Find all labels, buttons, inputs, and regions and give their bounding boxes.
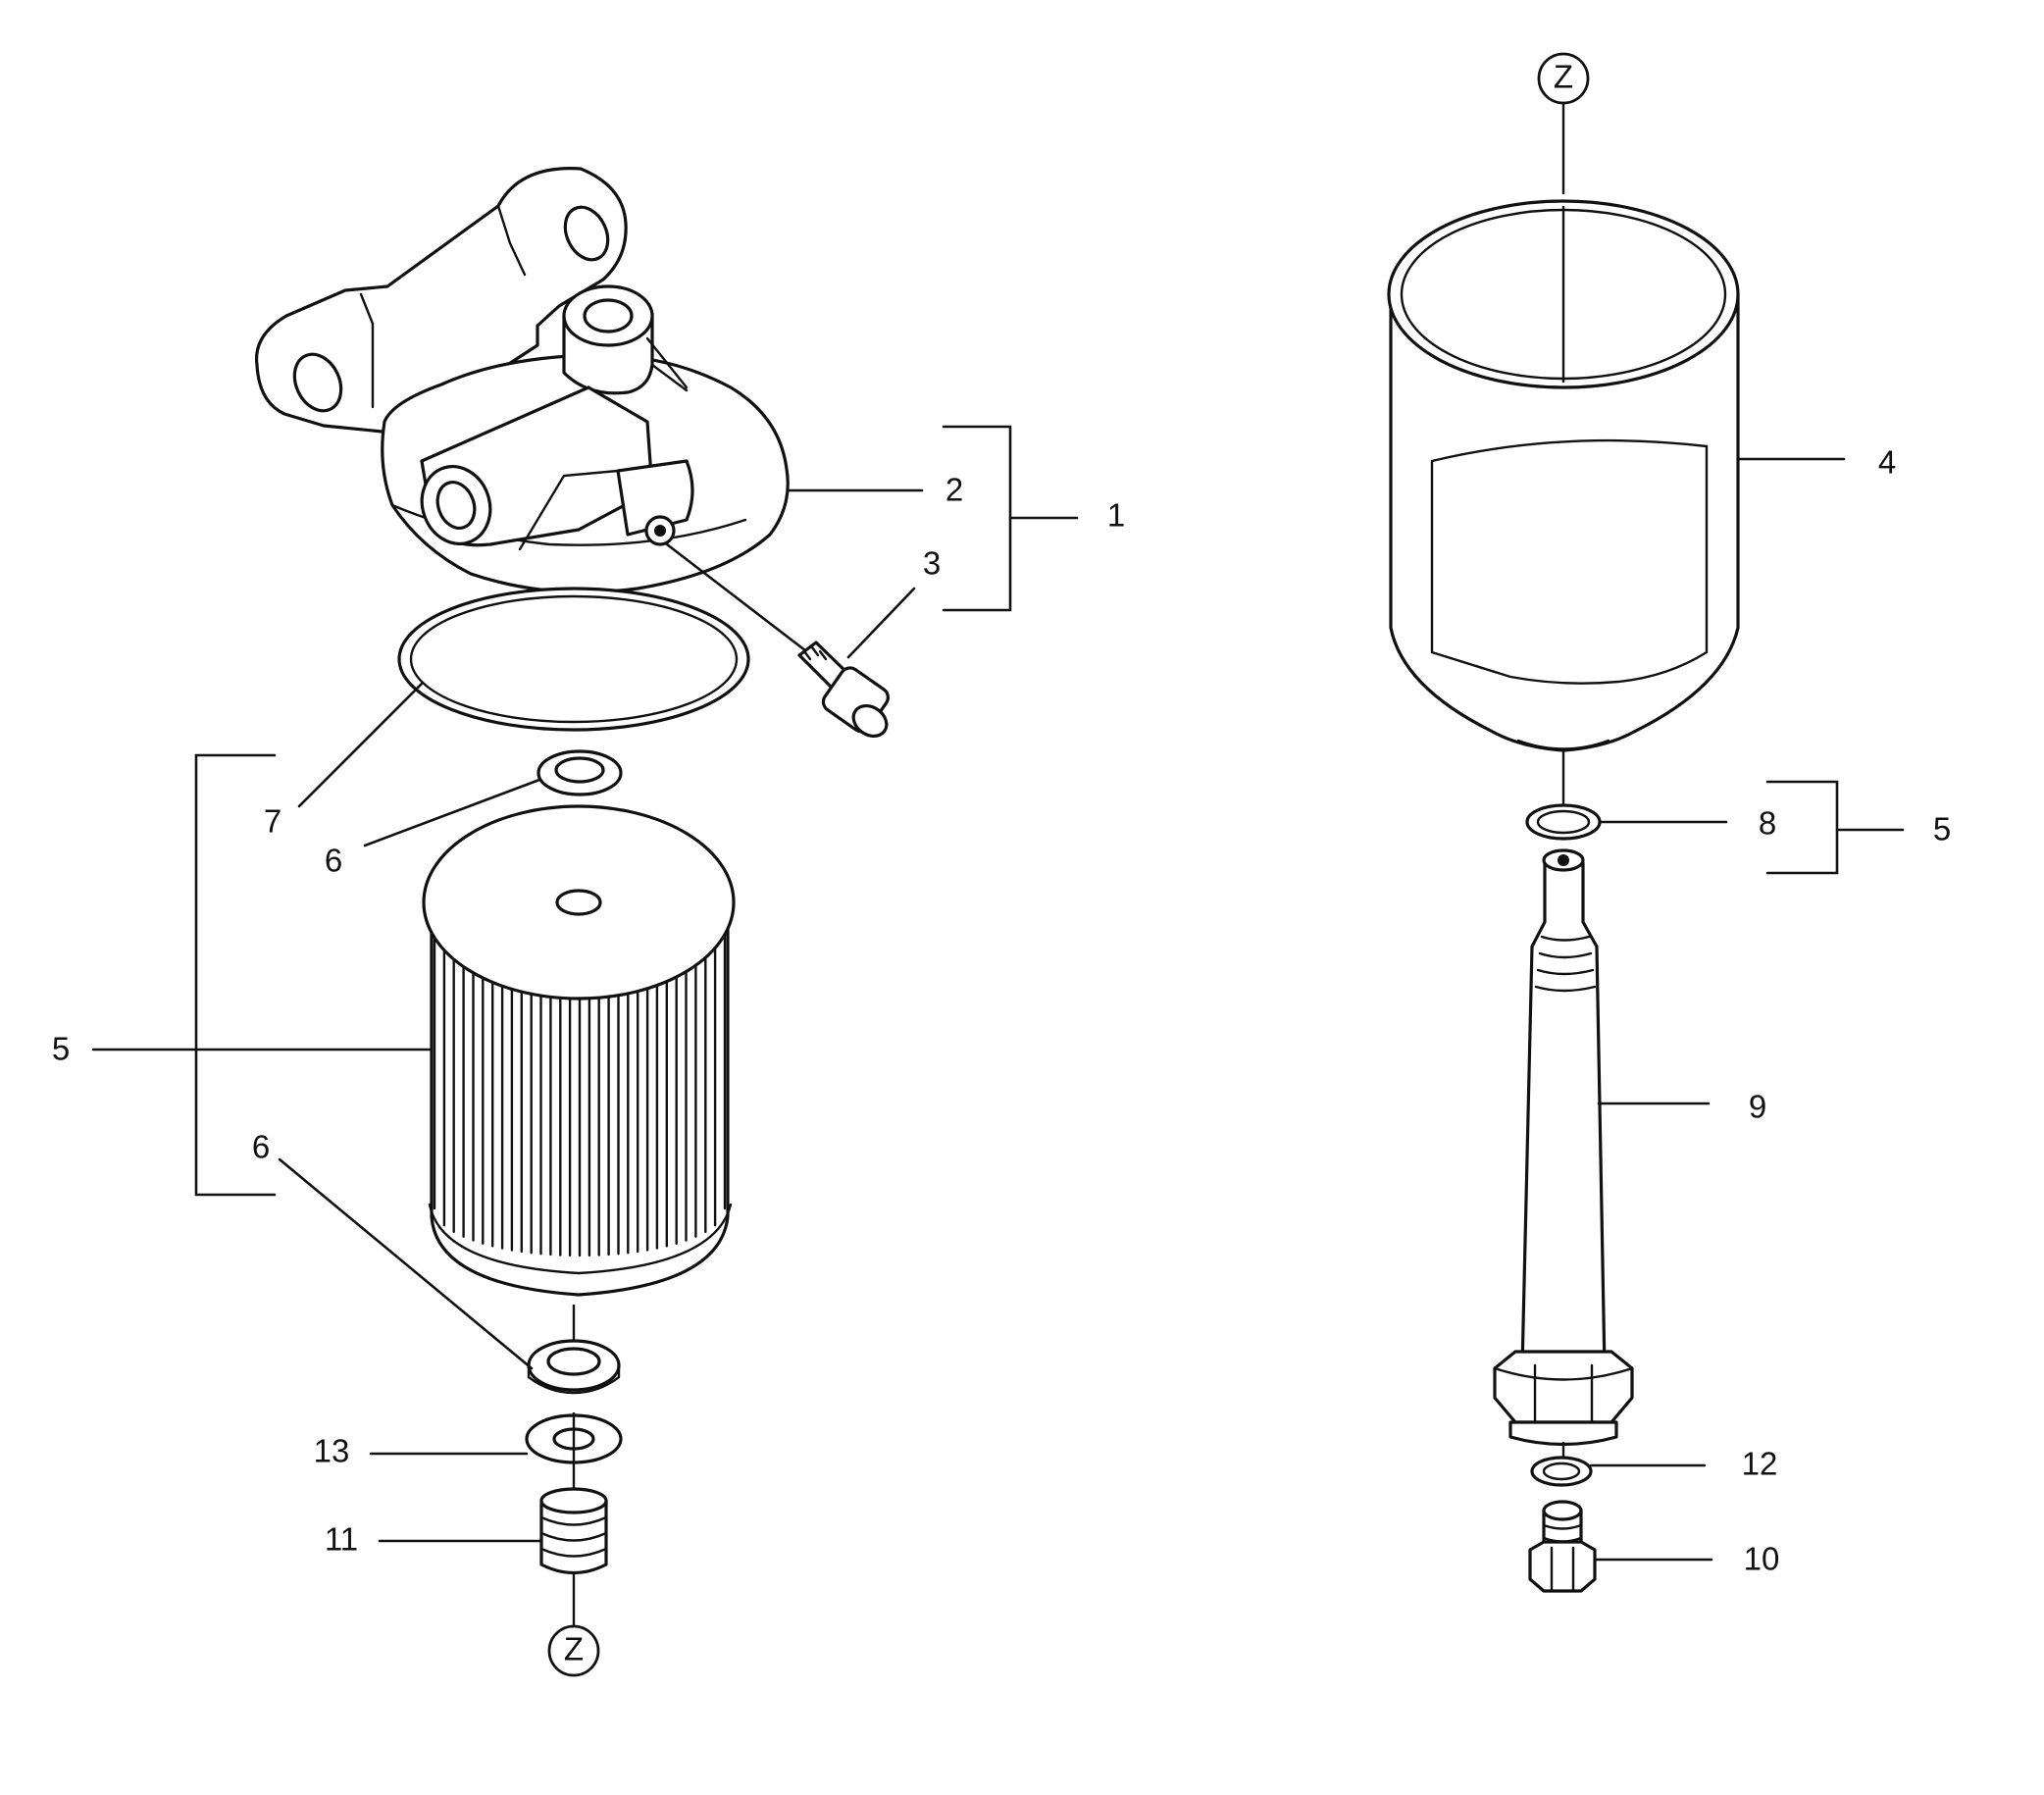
spring <box>539 1487 608 1574</box>
center-bolt <box>1493 848 1634 1447</box>
callout-5-left: 5 <box>52 1031 70 1067</box>
drain-plug <box>1528 1500 1597 1593</box>
callout-2: 2 <box>945 472 963 508</box>
callout-3: 3 <box>923 545 941 582</box>
callout-13: 13 <box>314 1433 350 1469</box>
leader-3 <box>846 587 916 659</box>
bracket-group-5-right <box>1765 780 1839 875</box>
upper-seal <box>537 749 623 796</box>
callout-12: 12 <box>1742 1446 1778 1482</box>
callout-6-upper: 6 <box>325 843 342 879</box>
callout-4: 4 <box>1878 444 1896 481</box>
z-reference-mark-bottom: Z <box>547 1624 600 1677</box>
leader-6-lower <box>278 1157 534 1370</box>
callout-5-right: 5 <box>1933 811 1951 847</box>
leader-7 <box>297 682 424 808</box>
bleed-screw <box>665 542 890 739</box>
filter-element <box>422 804 736 1297</box>
callout-8: 8 <box>1759 805 1776 842</box>
bowl-o-ring <box>1525 803 1602 841</box>
leader-6-upper <box>363 778 541 847</box>
callout-1: 1 <box>1107 497 1125 534</box>
z-reference-mark-top: Z <box>1537 52 1590 105</box>
bracket-group-1 <box>942 425 1012 612</box>
callout-7: 7 <box>264 803 281 840</box>
bracket-group-5-left <box>194 753 277 1197</box>
callout-10: 10 <box>1744 1541 1780 1577</box>
o-ring <box>397 587 750 732</box>
callout-9: 9 <box>1749 1089 1766 1125</box>
filter-head <box>254 167 790 594</box>
drain-washer <box>1530 1456 1593 1487</box>
svg-text:Z: Z <box>564 1631 584 1667</box>
callout-11: 11 <box>325 1521 358 1558</box>
lower-seal <box>527 1339 621 1395</box>
svg-text:Z: Z <box>1554 59 1573 95</box>
callout-6-lower: 6 <box>252 1129 270 1165</box>
